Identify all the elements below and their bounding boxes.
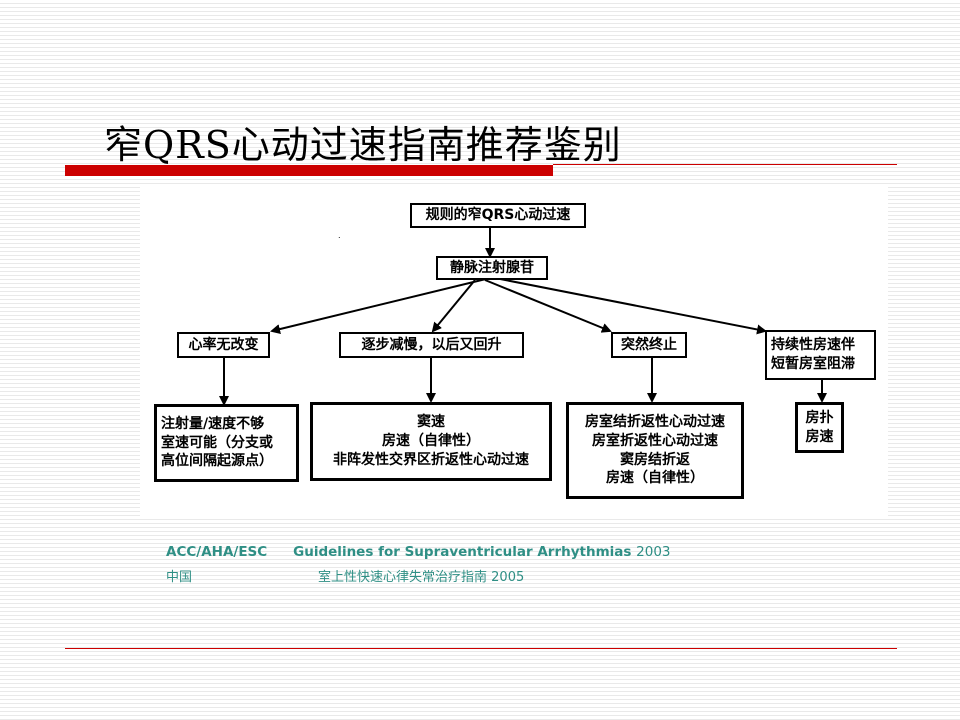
outcome-gradual-line-3: 非阵发性交界区折返性心动过速 bbox=[333, 451, 529, 468]
outcome-gradual-line-2: 房速（自律性） bbox=[382, 433, 480, 450]
outcome-persistent-line-2: 房速 bbox=[805, 428, 834, 445]
outcome-gradual-line-1: 窦速 bbox=[417, 414, 445, 431]
box-outcome-abrupt: 房室结折返性心动过速 房室折返性心动过速 窦房结折返 房速（自律性） bbox=[566, 402, 744, 499]
flowchart: . 规则的窄QRS心动过速 静脉注射腺苷 心率无改变 逐步减慢，以后又回升 突然… bbox=[140, 186, 888, 518]
reference-acc-aha-esc: ACC/AHA/ESC Guidelines for Supraventricul… bbox=[166, 544, 671, 560]
outcome-no-change-line-2: 室速可能（分支或 bbox=[161, 434, 273, 451]
box-root-label: 规则的窄QRS心动过速 bbox=[425, 207, 571, 224]
box-root: 规则的窄QRS心动过速 bbox=[410, 203, 586, 228]
box-persistent: 持续性房速伴 短暂房室阻滞 bbox=[765, 330, 876, 380]
box-abrupt-stop: 突然终止 bbox=[611, 332, 687, 358]
outcome-abrupt-line-2: 房室折返性心动过速 bbox=[592, 432, 718, 449]
box-adenosine: 静脉注射腺苷 bbox=[436, 256, 548, 280]
reference-year-2005: 2005 bbox=[491, 570, 525, 585]
svg-text:.: . bbox=[338, 231, 341, 240]
outcome-no-change-line-3: 高位间隔起源点） bbox=[161, 453, 273, 470]
box-no-change-label: 心率无改变 bbox=[188, 336, 259, 353]
box-persistent-line-1: 持续性房速伴 bbox=[771, 337, 855, 354]
box-persistent-line-2: 短暂房室阻滞 bbox=[771, 356, 855, 372]
box-adenosine-label: 静脉注射腺苷 bbox=[450, 259, 534, 276]
reference-china-guideline: 室上性快速心律失常治疗指南 2005 bbox=[318, 566, 524, 585]
flowchart-arrows: . bbox=[219, 226, 827, 406]
reference-orgs: ACC/AHA/ESC bbox=[166, 544, 268, 560]
arrow-step-to-abrupt bbox=[484, 279, 612, 333]
reference-china-title: 室上性快速心律失常治疗指南 bbox=[318, 570, 488, 585]
arrow-step-to-persistent bbox=[494, 277, 767, 335]
box-outcome-gradual: 窦速 房速（自律性） 非阵发性交界区折返性心动过速 bbox=[310, 402, 552, 481]
footer-rule bbox=[65, 648, 897, 649]
reference-china: 中国 bbox=[166, 570, 193, 585]
box-abrupt-stop-label: 突然终止 bbox=[621, 336, 677, 353]
title-underline-bar bbox=[65, 165, 553, 176]
box-outcome-persistent: 房扑 房速 bbox=[795, 402, 844, 453]
outcome-abrupt-line-1: 房室结折返性心动过速 bbox=[585, 413, 725, 430]
slide-title: 窄QRS心动过速指南推荐鉴别 bbox=[104, 123, 622, 167]
reference-year-2003: 2003 bbox=[636, 544, 671, 560]
outcome-abrupt-line-3: 窦房结折返 bbox=[620, 451, 690, 468]
box-gradual-slow: 逐步减慢，以后又回升 bbox=[339, 332, 524, 358]
box-gradual-slow-label: 逐步减慢，以后又回升 bbox=[361, 336, 502, 353]
box-no-change: 心率无改变 bbox=[177, 332, 270, 358]
arrow-step-to-no-change bbox=[270, 277, 491, 334]
outcome-no-change-line-1: 注射量/速度不够 bbox=[161, 415, 265, 432]
reference-guideline-title: Guidelines for Supraventricular Arrhythm… bbox=[293, 544, 632, 560]
box-outcome-no-change: 注射量/速度不够 室速可能（分支或 高位间隔起源点） bbox=[154, 404, 299, 482]
title-underline-rule bbox=[553, 164, 897, 165]
outcome-persistent-line-1: 房扑 bbox=[805, 409, 834, 426]
outcome-abrupt-line-4: 房速（自律性） bbox=[606, 470, 704, 487]
arrow-step-to-gradual bbox=[431, 279, 476, 333]
